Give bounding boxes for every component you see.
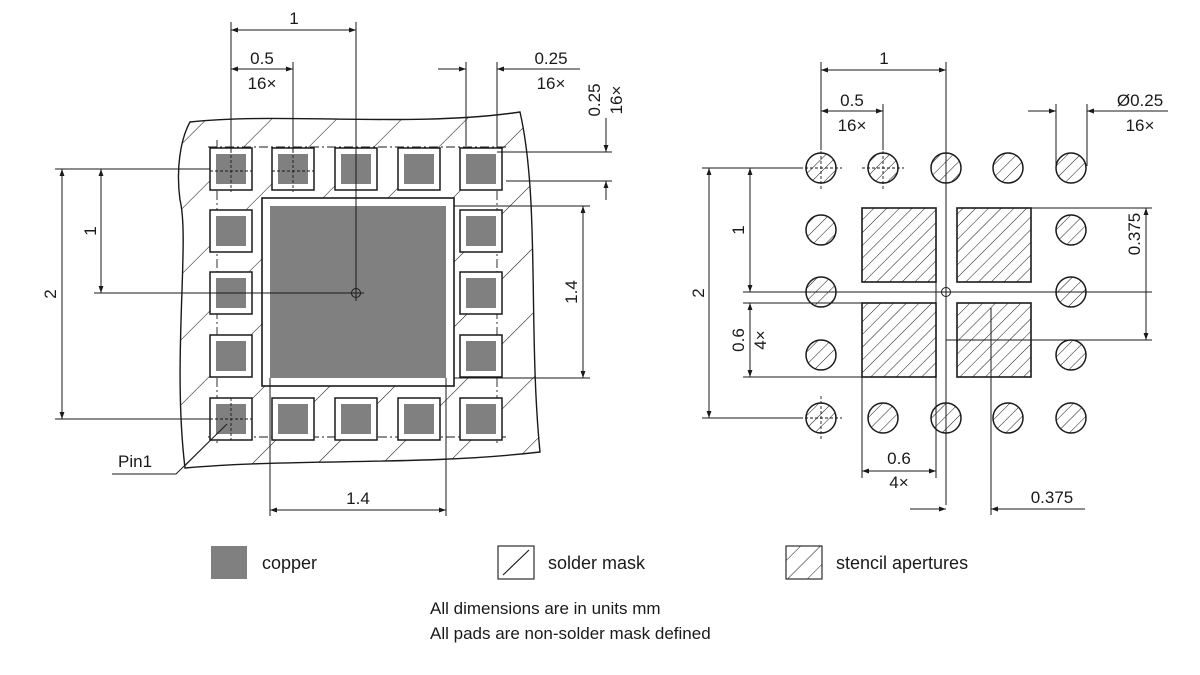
dim-left-1: 1 — [729, 225, 748, 234]
dim-offset-horizontal: 0.375 — [1031, 488, 1074, 507]
dim-pitch: 0.5 — [840, 91, 864, 110]
legend: copper solder mask stencil apertures — [211, 545, 968, 580]
dim-pad-width-count: 16× — [537, 74, 566, 93]
dim-left-1: 1 — [81, 226, 100, 235]
round-aperture — [1055, 152, 1087, 184]
copper-swatch — [211, 546, 247, 579]
pad — [334, 397, 378, 441]
dim-aperture-width: 0.6 — [887, 449, 911, 468]
dim-pad-width: 0.25 — [534, 49, 567, 68]
dim-left-2: 2 — [689, 288, 708, 297]
stencil-view: 1 0.5 16× Ø0.25 16× 1 2 0.6 4× 0.6 4× 0.… — [689, 49, 1168, 515]
legend-stencil: stencil apertures — [836, 553, 968, 573]
dim-aperture-width-count: 4× — [889, 473, 908, 492]
pin-crosshairs — [210, 150, 314, 440]
round-aperture — [1055, 214, 1087, 246]
pad — [459, 271, 503, 315]
dim-epad-width: 1.4 — [346, 489, 370, 508]
pad — [271, 147, 315, 191]
dim-top-1: 1 — [879, 49, 888, 68]
legend-copper: copper — [262, 553, 317, 573]
pad — [209, 147, 253, 191]
dim-aperture-height: 0.6 — [729, 328, 748, 352]
pad — [209, 209, 253, 253]
dim-pad-height-count: 16× — [607, 86, 626, 115]
pad — [459, 397, 503, 441]
land-pattern-view: 1 0.5 16× 0.25 16× 0.25 16× 1 2 1.4 1.4 … — [41, 9, 626, 516]
stencil-swatch — [785, 545, 823, 580]
dim-offset-vertical: 0.375 — [1125, 213, 1144, 256]
pad — [459, 147, 503, 191]
pad — [271, 397, 315, 441]
dimension-lines — [702, 62, 1168, 515]
round-aperture — [992, 402, 1024, 434]
dim-top-1: 1 — [289, 9, 298, 28]
dim-pad-height: 0.25 — [585, 83, 604, 116]
legend-solder-mask: solder mask — [548, 553, 646, 573]
round-aperture — [1055, 402, 1087, 434]
dim-pitch-count: 16× — [838, 116, 867, 135]
pad — [397, 147, 441, 191]
note-pads: All pads are non-solder mask defined — [430, 624, 711, 643]
round-aperture — [1055, 339, 1087, 371]
dim-diameter: Ø0.25 — [1117, 91, 1163, 110]
round-aperture — [805, 214, 837, 246]
round-aperture — [867, 402, 899, 434]
round-aperture — [805, 339, 837, 371]
round-aperture — [992, 152, 1024, 184]
dim-pitch: 0.5 — [250, 49, 274, 68]
exposed-pad — [261, 197, 455, 387]
pad — [459, 209, 503, 253]
dim-diameter-count: 16× — [1126, 116, 1155, 135]
dim-epad-height: 1.4 — [562, 280, 581, 304]
pin1-label: Pin1 — [118, 452, 152, 471]
solder-mask-swatch — [497, 545, 535, 580]
dim-left-2: 2 — [41, 289, 60, 298]
pad — [209, 334, 253, 378]
note-units: All dimensions are in units mm — [430, 599, 661, 618]
pad — [397, 397, 441, 441]
dimension-lines — [55, 22, 612, 516]
pad — [459, 334, 503, 378]
dim-pitch-count: 16× — [248, 74, 277, 93]
dim-aperture-height-count: 4× — [751, 330, 770, 349]
